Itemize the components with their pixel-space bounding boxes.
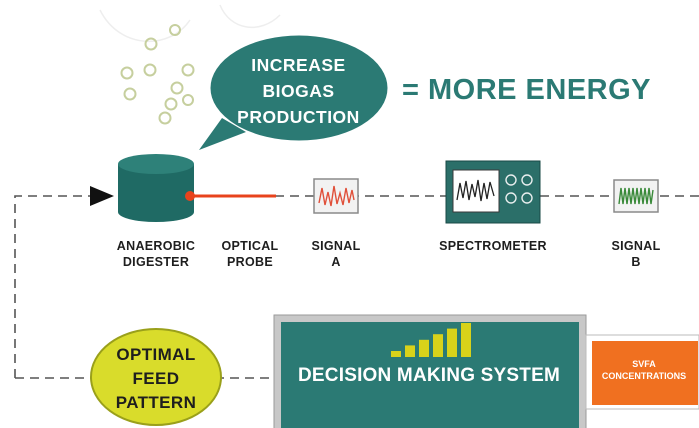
svfa-line-2: CONCENTRATIONS [601,371,687,381]
signal-bar [461,323,471,357]
signal-b-icon [613,179,659,213]
optical-probe-icon [185,191,276,201]
flow-arrowhead [90,186,114,206]
signal-b-label-line-1: SIGNAL [611,239,661,253]
signal-bar [447,328,457,357]
decision-system-label: DECISION MAKING SYSTEM [298,365,560,386]
signal-bar [433,334,443,357]
decision-making-system-box [273,314,587,428]
digester-label: ANAEROBIC DIGESTER [110,238,202,270]
feed-line-2: FEED [132,369,180,388]
signal-bar [405,345,415,357]
signal-a-label-line-1: SIGNAL [311,239,361,253]
digester-label-line-2: DIGESTER [122,255,190,269]
probe-label-line-1: OPTICAL [221,239,279,253]
digester-label-line-1: ANAEROBIC [116,239,196,253]
signal-b-label-line-2: B [631,255,641,269]
feed-line-3: PATTERN [115,393,197,412]
bubble-line-2: BIOGAS [262,81,335,101]
svfa-line-1: SVFA [632,359,656,369]
gas-bubbles [120,24,195,125]
optimal-feed-ellipse [90,328,222,426]
svfa-concentrations-box [585,334,699,410]
spectrometer-label-line-1: SPECTROMETER [439,239,547,253]
optimal-feed-text: OPTIMAL FEED PATTERN [100,343,212,415]
signal-strength-bars [391,323,471,357]
signal-bar [419,339,429,357]
bubble-line-3: PRODUCTION [237,107,360,127]
spectrometer-icon [445,160,541,224]
probe-label: OPTICAL PROBE [215,238,285,270]
anaerobic-digester-icon [118,154,194,222]
feed-line-1: OPTIMAL [116,345,196,364]
spectrometer-label: SPECTROMETER [433,238,553,254]
bubble-text: INCREASE BIOGAS PRODUCTION [216,52,381,130]
decorative-arcs [99,4,281,42]
signal-bar [391,351,401,357]
more-energy-headline: = MORE ENERGY [402,74,652,106]
signal-a-label: SIGNAL A [306,238,366,270]
probe-label-line-2: PROBE [227,255,273,269]
signal-a-label-line-2: A [331,255,341,269]
bubble-line-1: INCREASE [251,55,346,75]
signal-b-label: SIGNAL B [606,238,666,270]
signal-a-icon [313,178,359,214]
svfa-text: SVFA CONCENTRATIONS [592,358,696,382]
increase-biogas-speech-bubble [199,32,391,150]
